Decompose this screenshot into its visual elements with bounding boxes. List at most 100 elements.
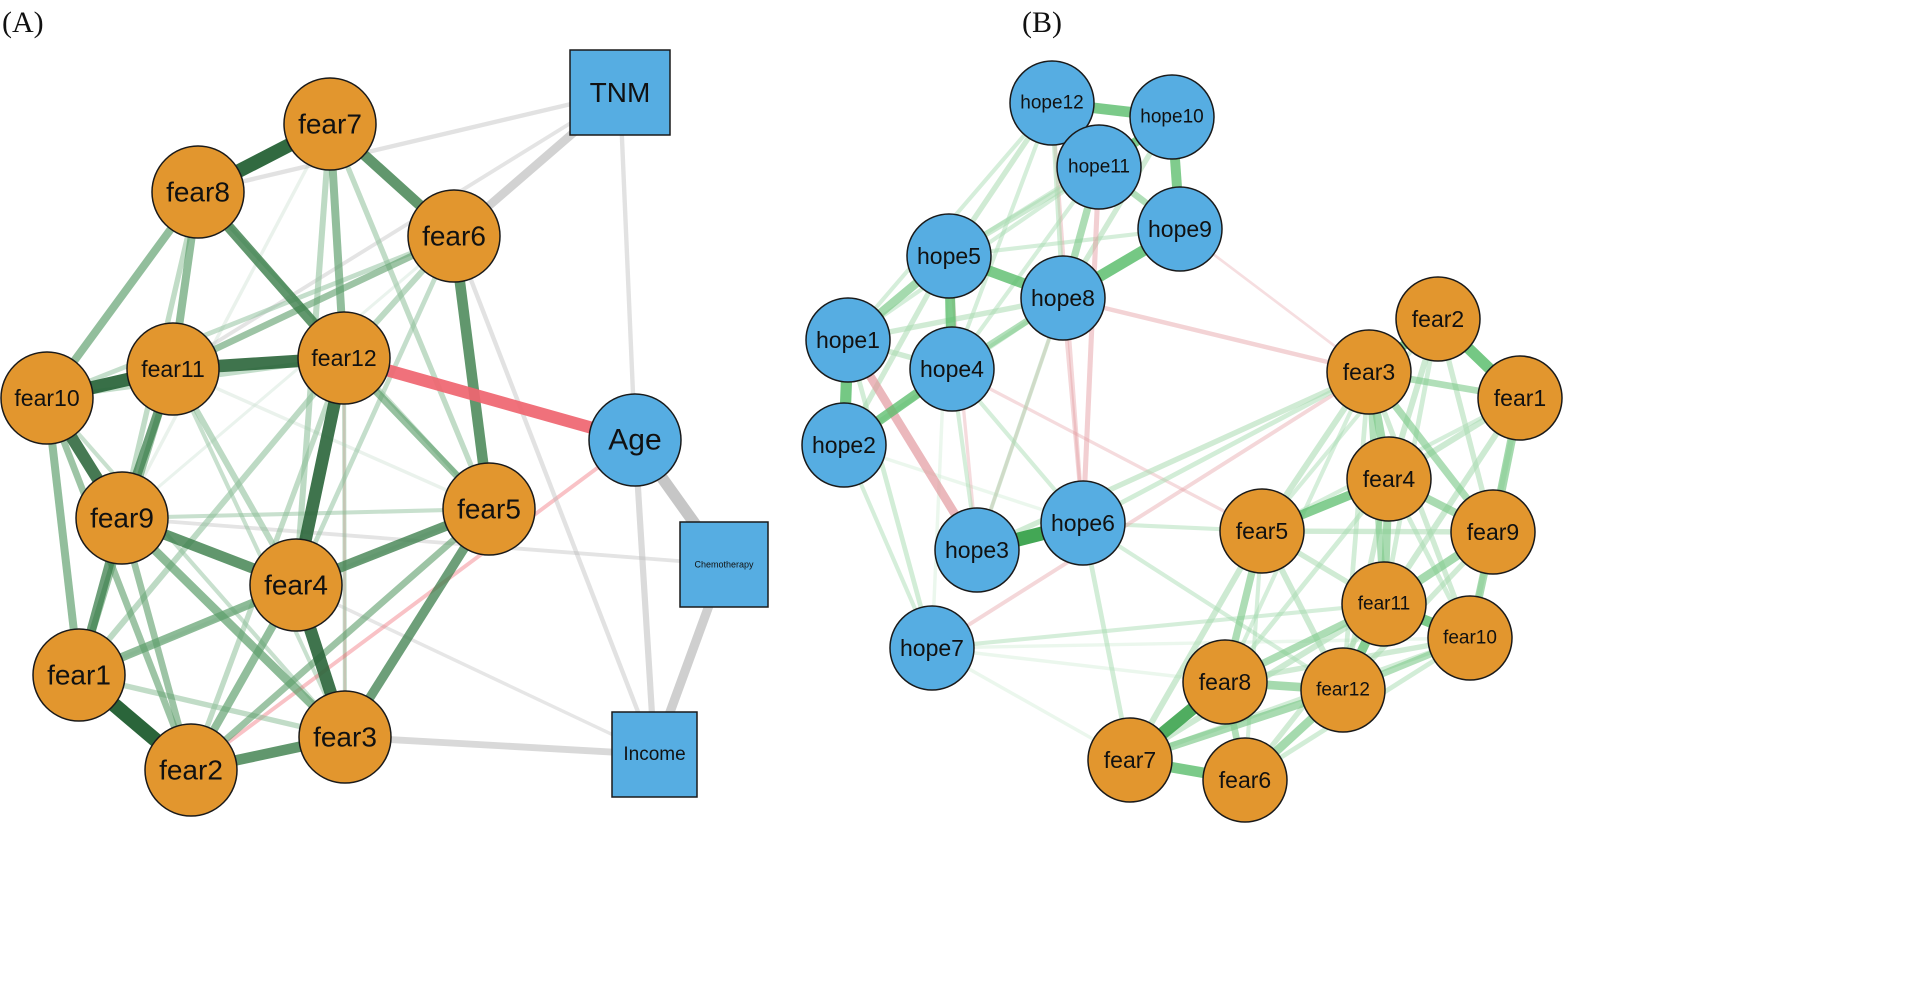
node-label: Age <box>608 424 661 457</box>
node-bfear10: fear10 <box>1427 595 1513 681</box>
node-hope5: hope5 <box>906 213 992 299</box>
node-shape <box>126 322 220 416</box>
node-shape <box>1477 355 1563 441</box>
edge-fear7-fear9 <box>120 123 332 519</box>
node-shape <box>0 351 94 445</box>
node-label: Chemotherapy <box>694 560 754 570</box>
edge-hope6-bfear3 <box>1081 369 1371 526</box>
node-hope3: hope3 <box>934 507 1020 593</box>
node-label: hope8 <box>1031 285 1095 311</box>
edge-hope12-hope4 <box>950 102 1054 370</box>
node-shape <box>1202 737 1288 823</box>
node-hope6: hope6 <box>1040 480 1126 566</box>
edge-hope6-bfear12 <box>1081 521 1345 692</box>
edge-fear10-fear2 <box>43 396 195 772</box>
edge-TNM-fear8 <box>197 90 621 195</box>
node-shape <box>1182 639 1268 725</box>
node-shape <box>801 402 887 488</box>
node-label: fear8 <box>166 177 230 208</box>
node-label: fear9 <box>1467 519 1519 545</box>
node-shape <box>588 393 682 487</box>
node-label: fear10 <box>1443 628 1497 649</box>
node-income: Income <box>611 711 698 798</box>
edge-hope8-hope3 <box>975 297 1065 551</box>
edge-Chemo-fear9 <box>121 516 725 567</box>
node-fear1: fear1 <box>32 628 126 722</box>
node-shape <box>1137 186 1223 272</box>
node-hope11: hope11 <box>1056 124 1142 210</box>
node-shape <box>297 311 391 405</box>
node-shape <box>1341 561 1427 647</box>
node-label: fear12 <box>311 345 376 371</box>
node-shape <box>934 507 1020 593</box>
node-shape <box>1450 489 1536 575</box>
node-hope1: hope1 <box>805 297 891 383</box>
node-shape <box>805 297 891 383</box>
node-bfear1: fear1 <box>1477 355 1563 441</box>
edge-hope8-bfear3 <box>1062 295 1370 375</box>
node-hope7: hope7 <box>889 605 975 691</box>
edge-fear7-fear5 <box>327 122 492 511</box>
node-label: fear2 <box>159 755 223 786</box>
node-label: fear3 <box>1343 359 1395 385</box>
node-bfear9: fear9 <box>1450 489 1536 575</box>
edge-hope4-bfear5 <box>951 367 1263 533</box>
node-shape <box>889 605 975 691</box>
node-label: fear5 <box>1236 518 1288 544</box>
node-fear8: fear8 <box>151 145 245 239</box>
node-shape <box>407 189 501 283</box>
node-shape <box>1300 647 1386 733</box>
edge-fear12-fear3 <box>342 357 347 738</box>
node-shape <box>1346 436 1432 522</box>
node-shape <box>906 213 992 299</box>
node-label: fear3 <box>313 722 377 753</box>
edge-bfear2-bfear5 <box>1260 317 1440 533</box>
node-label: fear11 <box>1358 594 1410 615</box>
node-label: fear4 <box>1363 466 1416 492</box>
edge-bfear5-bfear7 <box>1127 529 1265 762</box>
node-fear6: fear6 <box>407 189 501 283</box>
node-shape <box>679 521 769 608</box>
node-shape <box>1427 595 1513 681</box>
edge-TNM-Age <box>617 92 638 441</box>
node-fear7: fear7 <box>283 77 377 171</box>
node-shape <box>1020 255 1106 341</box>
node-label: hope9 <box>1148 216 1212 242</box>
node-bfear4: fear4 <box>1346 436 1432 522</box>
node-age: Age <box>588 393 682 487</box>
edge-fear12-fear3 <box>341 357 348 738</box>
edge-hope7-bfear11 <box>931 601 1385 651</box>
node-label: fear1 <box>1494 385 1546 411</box>
node-label: fear7 <box>298 109 362 140</box>
node-label: fear7 <box>1104 747 1156 773</box>
node-label: fear8 <box>1199 669 1251 695</box>
node-hope2: hope2 <box>801 402 887 488</box>
node-label: hope7 <box>900 635 964 661</box>
node-shape <box>1219 488 1305 574</box>
node-fear4: fear4 <box>249 538 343 632</box>
node-label: hope3 <box>945 537 1009 563</box>
node-shape <box>442 462 536 556</box>
node-bfear6: fear6 <box>1202 737 1288 823</box>
node-label: fear6 <box>422 221 486 252</box>
node-shape <box>1326 329 1412 415</box>
node-fear2: fear2 <box>144 723 238 817</box>
node-bfear7: fear7 <box>1087 717 1173 803</box>
node-bfear11: fear11 <box>1341 561 1427 647</box>
node-hope8: hope8 <box>1020 255 1106 341</box>
node-hope9: hope9 <box>1137 186 1223 272</box>
node-shape <box>75 471 169 565</box>
node-shape <box>249 538 343 632</box>
node-label: fear2 <box>1412 306 1464 332</box>
node-label: fear6 <box>1219 767 1271 793</box>
node-shape <box>144 723 238 817</box>
node-shape <box>1040 480 1126 566</box>
node-label: fear4 <box>264 570 328 601</box>
node-fear10: fear10 <box>0 351 94 445</box>
node-hope12: hope12 <box>1009 60 1095 146</box>
node-label: hope4 <box>920 356 984 382</box>
edge-hope11-hope6 <box>1080 166 1102 524</box>
node-tnm: TNM <box>569 49 671 136</box>
